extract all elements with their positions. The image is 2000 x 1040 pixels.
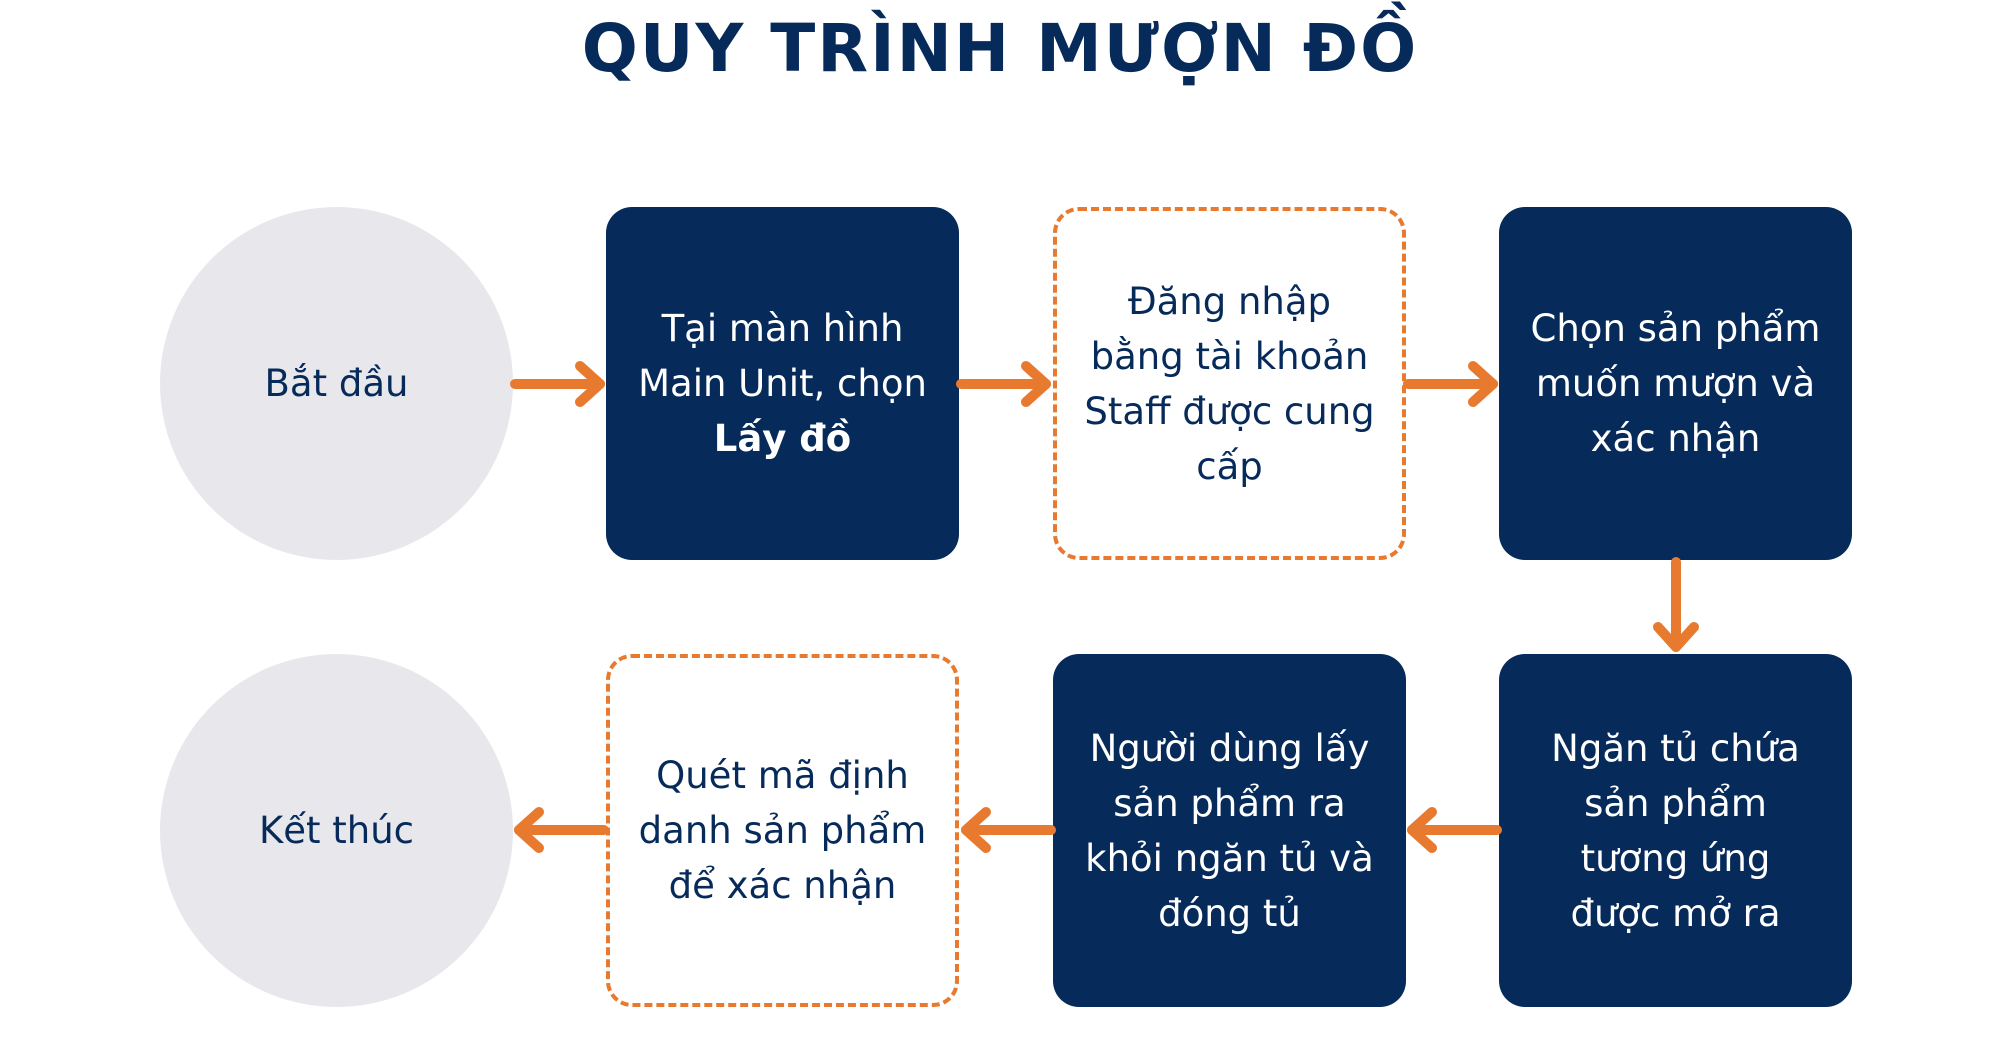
step-5-label: Người dùng lấy sản phẩm ra khỏi ngăn tủ … xyxy=(1085,726,1374,935)
step-1-label: Tại màn hình Main Unit, chọn xyxy=(638,307,927,405)
step-4-drawer-opens: Ngăn tủ chứa sản phẩm tương ứng được mở … xyxy=(1499,654,1852,1007)
arrow-step6-to-end xyxy=(514,807,609,853)
end-node: Kết thúc xyxy=(160,654,513,1007)
step-2-label: Đăng nhập bằng tài khoản Staff được cung… xyxy=(1084,279,1375,488)
step-6-scan-code: Quét mã định danh sản phẩm để xác nhận xyxy=(606,654,959,1007)
step-2-login: Đăng nhập bằng tài khoản Staff được cung… xyxy=(1053,207,1406,560)
start-node: Bắt đầu xyxy=(160,207,513,560)
start-node-label: Bắt đầu xyxy=(264,362,409,405)
step-1-select-get-item: Tại màn hình Main Unit, chọn Lấy đồ xyxy=(606,207,959,560)
step-6-label: Quét mã định danh sản phẩm để xác nhận xyxy=(638,754,927,907)
step-3-choose-product: Chọn sản phẩm muốn mượn và xác nhận xyxy=(1499,207,1852,560)
step-5-take-product: Người dùng lấy sản phẩm ra khỏi ngăn tủ … xyxy=(1053,654,1406,1007)
arrow-step5-to-step6 xyxy=(961,807,1056,853)
step-3-label: Chọn sản phẩm muốn mượn và xác nhận xyxy=(1530,307,1821,460)
arrow-start-to-step1 xyxy=(510,361,605,407)
step-4-label: Ngăn tủ chứa sản phẩm tương ứng được mở … xyxy=(1551,726,1800,935)
arrow-step2-to-step3 xyxy=(1403,361,1498,407)
arrow-step4-to-step5 xyxy=(1407,807,1502,853)
arrow-step3-to-step4 xyxy=(1653,557,1699,652)
end-node-label: Kết thúc xyxy=(258,809,415,852)
arrow-step1-to-step2 xyxy=(956,361,1051,407)
step-1-bold-label: Lấy đồ xyxy=(713,417,852,460)
diagram-title: QUY TRÌNH MƯỢN ĐỒ xyxy=(581,10,1419,87)
